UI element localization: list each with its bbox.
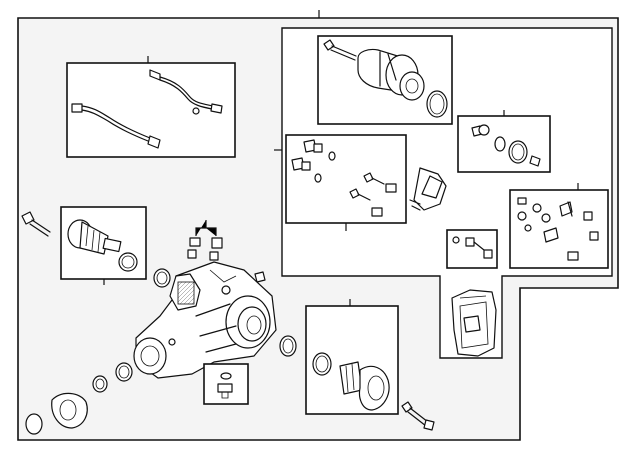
- differential-assembly-icon: [133, 261, 277, 379]
- control-module-icon: [451, 289, 497, 357]
- plug-bolt-icon: [254, 271, 266, 283]
- bolt-set-icon: [291, 139, 397, 217]
- right-output-shaft-box: [305, 299, 399, 415]
- breather-clip-icon: [187, 220, 223, 261]
- sensor-kit-box: [509, 183, 609, 269]
- fuel-line-kit-box: [66, 56, 236, 158]
- inner-cv-joint-icon: [25, 362, 133, 435]
- seal-ring-icon: [471, 124, 541, 167]
- seal-ring-b: [279, 335, 297, 357]
- sensor-kit-icon: [517, 197, 599, 261]
- small-bolt-icon: [452, 236, 493, 259]
- drain-plug-box: [203, 363, 249, 405]
- small-bolt-box: [446, 229, 498, 269]
- seal-ring-kit-box: [457, 110, 551, 173]
- long-bolt-right-icon: [401, 401, 435, 431]
- long-bolt-left-icon: [21, 211, 51, 237]
- sensor-bracket-icon: [409, 167, 447, 211]
- seal-ring-a: [153, 268, 171, 288]
- actuator-motor-box: [317, 35, 453, 125]
- drain-plug-icon: [217, 372, 233, 399]
- cv-joint-icon: [312, 352, 390, 411]
- bolt-kit-box: [285, 134, 407, 231]
- brake-line-icon: [71, 69, 223, 149]
- left-output-shaft-box: [60, 206, 147, 285]
- output-shaft-icon: [67, 219, 138, 272]
- actuator-motor-icon: [323, 39, 448, 118]
